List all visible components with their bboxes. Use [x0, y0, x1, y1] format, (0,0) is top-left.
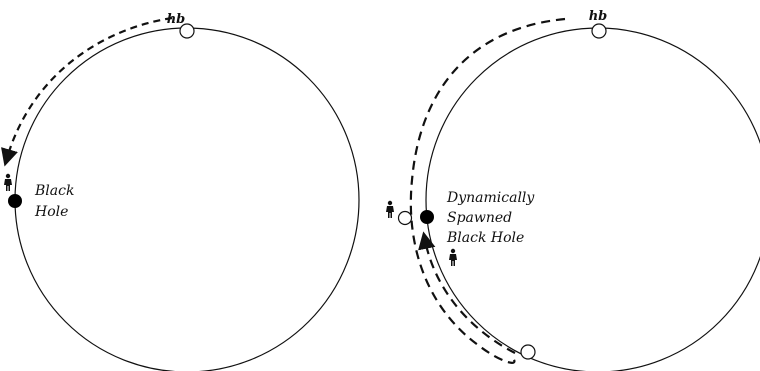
right-bottom-node — [520, 344, 536, 360]
right-hb-node — [591, 23, 607, 39]
left-panel: hb Black Hole — [1, 12, 360, 371]
left-black-hole — [8, 194, 22, 208]
right-panel: hb Dynamically Spawned Black Hole — [386, 9, 760, 371]
left-dashed-arrow — [1, 16, 173, 167]
right-hb-label: hb — [589, 9, 608, 24]
person-icon — [4, 173, 12, 191]
right-hole-label-line1: Dynamically — [446, 190, 535, 206]
person-icon — [449, 248, 457, 266]
right-hole-label-line2: Spawned — [447, 210, 512, 226]
right-dashed-route-outer — [409, 17, 566, 364]
left-hb-label: hb — [167, 12, 186, 27]
right-hole-label-line3: Black Hole — [446, 230, 524, 246]
right-black-hole — [420, 210, 434, 224]
left-hole-label-line1: Black — [34, 183, 74, 199]
left-ring — [14, 27, 360, 371]
person-icon — [386, 200, 394, 218]
left-hole-label-line2: Hole — [34, 204, 68, 220]
right-side-node — [397, 210, 413, 226]
right-dashed-route-inner — [418, 231, 516, 354]
left-hb-node — [179, 23, 195, 39]
